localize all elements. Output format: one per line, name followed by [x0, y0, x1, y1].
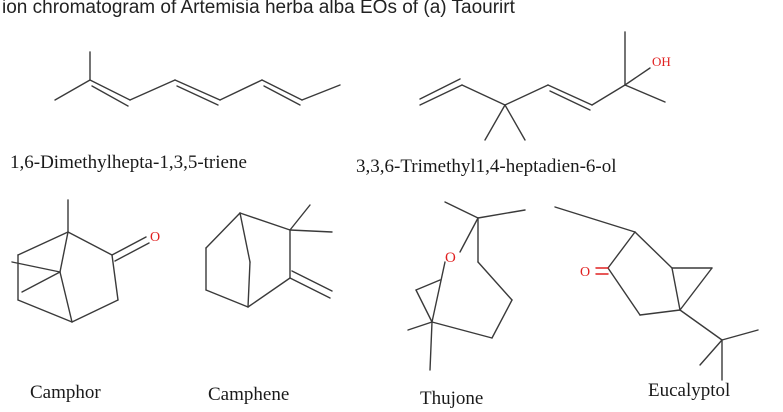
bond — [17, 231, 69, 256]
bond — [671, 267, 681, 311]
bond-double — [549, 90, 591, 111]
bond — [219, 79, 263, 101]
bond-double — [176, 85, 219, 106]
bond — [419, 84, 463, 106]
molecule-name-camphor: Camphor — [30, 382, 101, 403]
bond — [174, 79, 221, 101]
bond — [239, 212, 291, 231]
bond — [679, 267, 713, 311]
bond — [431, 261, 446, 323]
atom-label-o-thujone: O — [445, 250, 456, 266]
bond — [11, 261, 61, 273]
bond — [289, 229, 333, 233]
bond — [89, 79, 131, 101]
bond — [477, 209, 526, 219]
bond-double — [91, 85, 129, 107]
structure-eucalyptol — [554, 206, 759, 381]
bond — [261, 79, 303, 101]
bond-double — [263, 85, 301, 106]
atom-label-oh: OH — [652, 54, 671, 69]
bond — [491, 299, 513, 339]
bond — [591, 84, 626, 106]
molecule-name-thujone: Thujone — [420, 388, 483, 409]
bond — [624, 67, 651, 86]
molecule-name-eucalyptol: Eucalyptol — [648, 380, 730, 401]
bond — [624, 84, 666, 103]
bond — [444, 201, 479, 219]
bond — [205, 212, 241, 249]
bond — [699, 339, 723, 366]
bond — [639, 309, 681, 316]
bond — [239, 212, 251, 263]
bond — [111, 254, 119, 301]
figure-header-text: ion chromatogram of Artemisia herba alba… — [2, 0, 516, 18]
bond — [415, 279, 441, 291]
structure-trimethylheptadienol — [419, 31, 666, 141]
bond — [289, 204, 311, 231]
bond — [429, 321, 433, 371]
structure-thujone — [407, 201, 526, 371]
bond — [504, 84, 549, 106]
bond — [634, 231, 673, 269]
molecule-name-camphene: Camphene — [208, 384, 289, 405]
bond-double — [419, 78, 461, 100]
bond — [461, 84, 506, 106]
structure-dimethylheptatriene — [54, 51, 341, 107]
bond — [59, 271, 73, 323]
bond — [205, 289, 249, 308]
bond — [407, 321, 433, 331]
bond — [607, 267, 641, 316]
structure-camphor — [11, 199, 150, 323]
bond — [129, 79, 176, 101]
bond — [504, 104, 526, 141]
molecule-name-trimethylheptadienol: 3,3,6-Trimethyl1,4-heptadien-6-ol — [356, 156, 617, 177]
bond — [477, 261, 513, 301]
bond — [459, 217, 479, 253]
bond — [17, 299, 73, 323]
bond — [301, 84, 341, 101]
bond — [111, 236, 147, 256]
bond — [54, 79, 91, 101]
bond — [247, 261, 251, 308]
bond — [415, 289, 433, 323]
bond — [59, 231, 69, 273]
bond — [21, 271, 61, 293]
bond — [71, 299, 119, 323]
bond — [431, 321, 493, 339]
molecule-name-dimethylheptatriene: 1,6-Dimethylhepta-1,3,5-triene — [10, 152, 247, 173]
bond — [67, 231, 113, 256]
bond-double — [291, 270, 333, 292]
bond — [547, 84, 593, 106]
bond — [607, 231, 636, 269]
atom-label-o-eucalyptol: O — [580, 265, 590, 280]
bond-double — [114, 242, 150, 262]
bond — [679, 309, 723, 341]
bond — [554, 206, 636, 233]
bond — [247, 277, 291, 308]
atom-label-o-camphor: O — [150, 230, 160, 245]
bond — [289, 277, 331, 299]
bond — [484, 104, 506, 141]
bond — [721, 329, 759, 341]
structure-camphene — [205, 204, 333, 308]
